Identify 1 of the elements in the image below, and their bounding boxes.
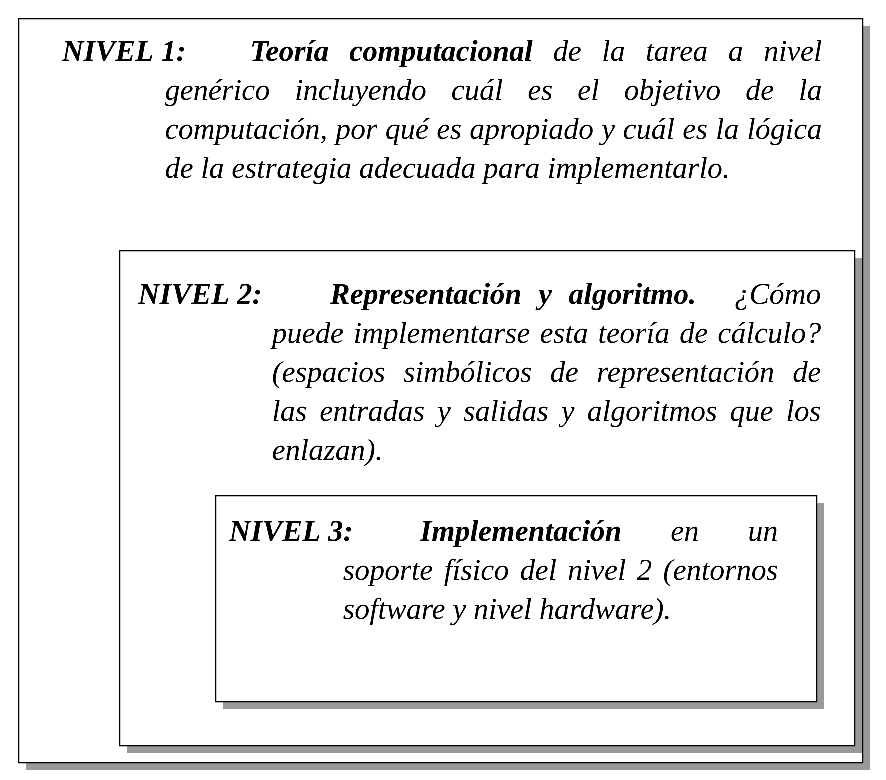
- text-box: NIVEL 3: Implementación en un soporte físico del nivel 2 (entornos software y nivel hardware).: [215, 495, 824, 709]
